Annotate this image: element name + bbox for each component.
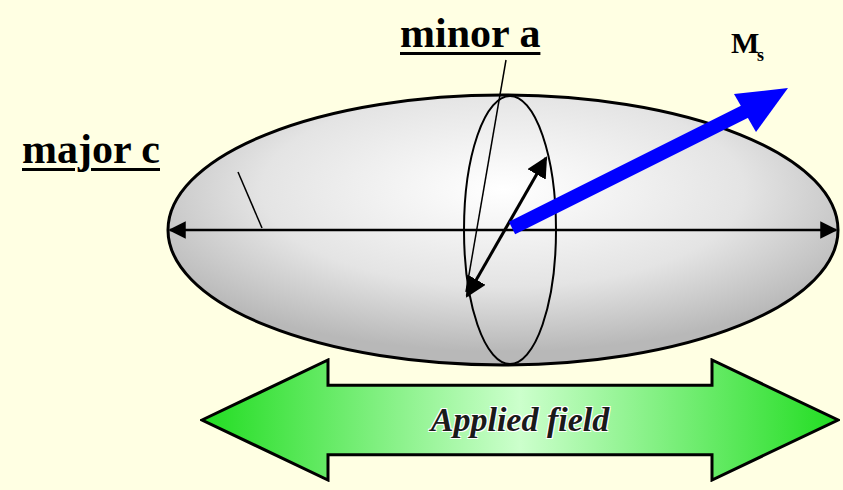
field-arrow: Applied field xyxy=(200,358,840,482)
magnetization-shaft xyxy=(512,110,748,228)
minor-axis xyxy=(467,158,546,296)
ellipsoid-body xyxy=(168,95,838,365)
vector-subscript: s xyxy=(757,46,764,64)
axis-label: minor a xyxy=(400,12,540,54)
vector-symbol: M xyxy=(731,28,759,58)
axis-label: major c xyxy=(22,128,160,170)
magnetization-head xyxy=(734,88,788,132)
node-text: Applied field xyxy=(431,401,609,439)
minor-leader xyxy=(466,60,506,292)
major-leader xyxy=(238,172,262,228)
